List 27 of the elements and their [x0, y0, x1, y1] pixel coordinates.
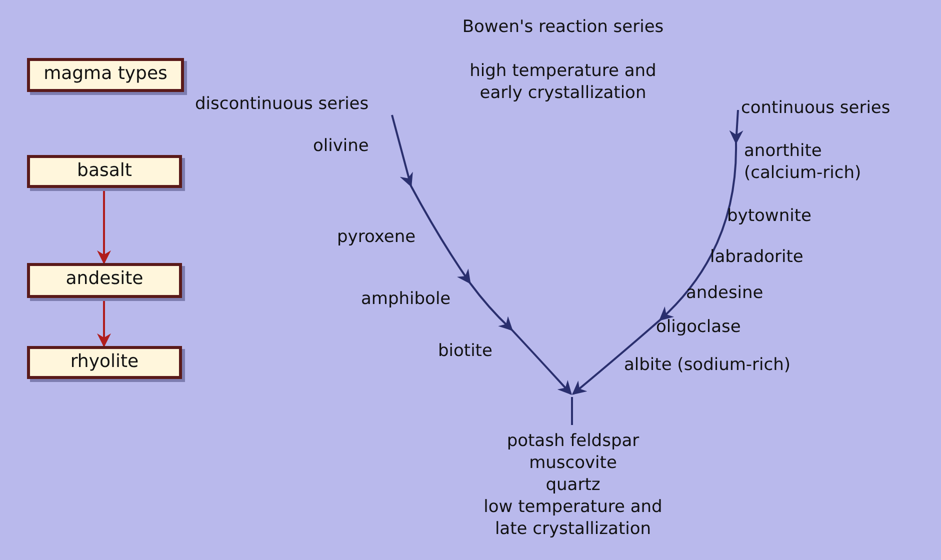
mineral-name: labradorite: [710, 246, 804, 268]
mineral-name: biotite: [438, 340, 492, 362]
mineral-name: potash feldspar: [506, 430, 640, 452]
series-label: continuous series: [741, 97, 937, 119]
mineral-name: albite (sodium-rich): [624, 354, 791, 376]
arrow: [97, 298, 111, 346]
rock-type-box: rhyolite: [27, 346, 182, 379]
tick-line: [571, 397, 573, 425]
diagram-title: Bowen's reaction series: [461, 16, 665, 38]
mineral-name: anorthite (calcium-rich): [744, 140, 862, 184]
mineral-name: pyroxene: [337, 226, 416, 248]
legend-box: magma types: [27, 58, 184, 92]
mineral-name: muscovite: [528, 452, 618, 474]
mineral-name: oligoclase: [656, 316, 741, 338]
mineral-name: amphibole: [361, 288, 451, 310]
arrow: [572, 110, 744, 395]
rock-type-box: basalt: [27, 155, 182, 188]
arrow: [97, 188, 111, 263]
rock-type-box: andesite: [27, 263, 182, 298]
arrow: [391, 114, 572, 395]
mineral-name: andesine: [686, 282, 764, 304]
note-text: low temperature and late crystallization: [482, 496, 664, 540]
mineral-name: bytownite: [727, 205, 812, 227]
series-label: discontinuous series: [195, 93, 420, 115]
mineral-name: quartz: [544, 474, 602, 496]
mineral-name: olivine: [313, 135, 369, 157]
note-text: high temperature and early crystallization: [468, 60, 658, 104]
